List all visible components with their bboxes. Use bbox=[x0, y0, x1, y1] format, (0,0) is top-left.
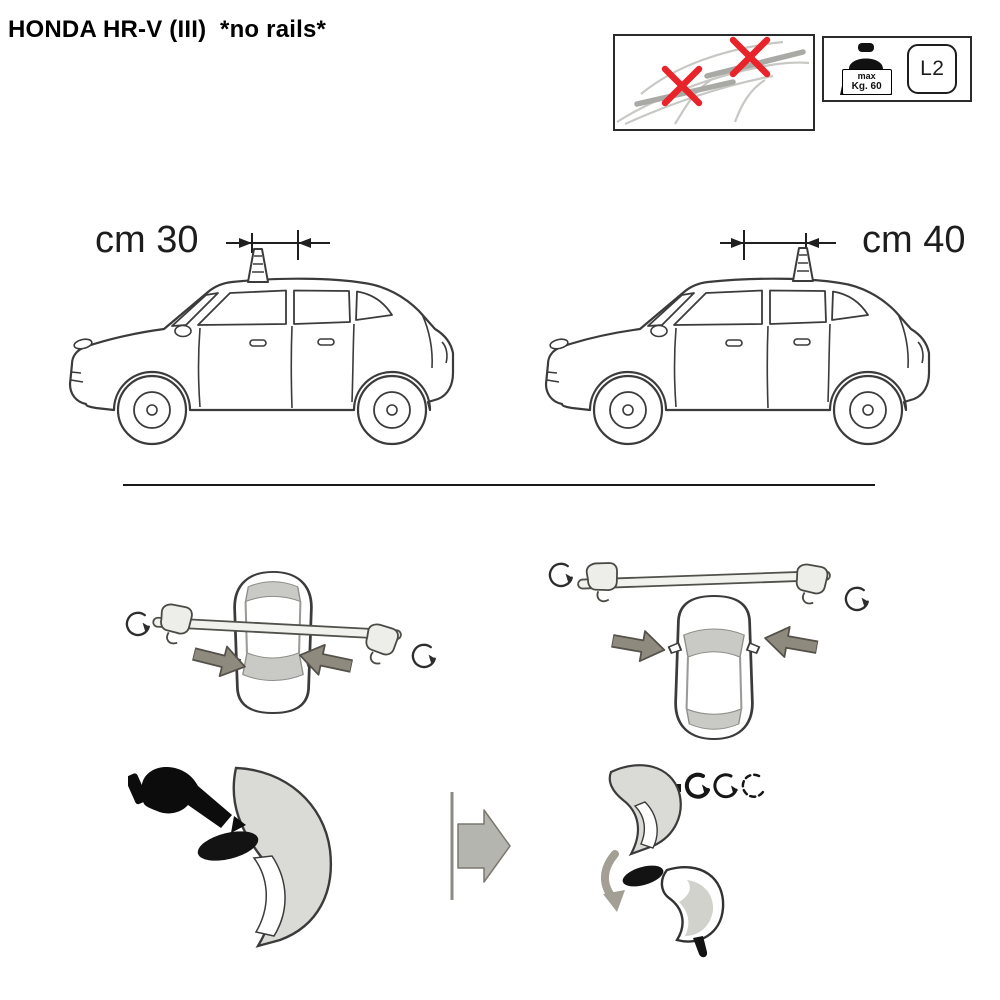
frame-slot bbox=[252, 855, 286, 937]
clamp-bolt bbox=[693, 936, 708, 958]
rotation-sequence-icons bbox=[684, 772, 766, 799]
roof-mount-cone-left bbox=[247, 248, 269, 283]
max-weight-label: max Kg. 60 bbox=[841, 69, 892, 95]
hand-press-illustration bbox=[128, 766, 333, 948]
crossbar bbox=[152, 616, 402, 641]
top-view-install-step-right bbox=[548, 562, 870, 741]
frame-slot bbox=[633, 801, 658, 849]
mount-foot-right bbox=[365, 623, 399, 665]
red-x-icon bbox=[729, 36, 771, 78]
car-top-view bbox=[226, 570, 320, 715]
dimension-arrow-left bbox=[226, 230, 330, 260]
spec-badge-box: max Kg. 60 L2 bbox=[822, 36, 972, 102]
crossbar-assembly bbox=[577, 562, 831, 605]
kg-text: Kg. 60 bbox=[851, 81, 882, 93]
top-view-install-step-left bbox=[125, 570, 437, 715]
roof-mount-cone-right bbox=[792, 247, 814, 282]
section-divider bbox=[123, 484, 875, 486]
measurement-label-right: cm 40 bbox=[862, 219, 966, 261]
press-arrow-icon bbox=[609, 624, 668, 666]
rotate-arrow-icon bbox=[548, 562, 574, 588]
mount-foot-left bbox=[160, 603, 193, 645]
crossbar bbox=[577, 570, 831, 590]
foot-clamp-shade bbox=[679, 880, 714, 936]
press-arrow-icon bbox=[761, 622, 820, 664]
car-top-view bbox=[667, 594, 761, 741]
next-step-arrow bbox=[450, 792, 511, 900]
no-rails-warning-box bbox=[613, 34, 815, 131]
max-weight-badge: max Kg. 60 bbox=[837, 41, 895, 97]
size-badge-label: L2 bbox=[920, 57, 945, 80]
mount-foot-left bbox=[585, 562, 618, 603]
down-arrow-icon bbox=[601, 850, 625, 912]
clamp-detail-illustration bbox=[601, 764, 766, 958]
no-rails-illustration bbox=[616, 36, 810, 126]
rotate-arrow-icon bbox=[844, 586, 870, 612]
mount-foot-right bbox=[795, 563, 829, 605]
car-roof-sketch bbox=[616, 40, 810, 126]
hand-icon bbox=[128, 766, 246, 833]
rotate-arrow-icon bbox=[411, 643, 437, 669]
size-badge: L2 bbox=[907, 44, 958, 94]
cover-cap bbox=[622, 865, 664, 887]
measurement-label-left: cm 30 bbox=[95, 219, 199, 261]
crossbar-assembly bbox=[152, 603, 402, 665]
red-x-icon bbox=[661, 65, 703, 107]
rotate-arrow-icon bbox=[125, 611, 151, 637]
car-side-view-right bbox=[526, 246, 938, 458]
max-text: max bbox=[857, 71, 876, 81]
page-title: HONDA HR-V (III) *no rails* bbox=[8, 16, 327, 43]
cover-cap bbox=[197, 831, 259, 861]
